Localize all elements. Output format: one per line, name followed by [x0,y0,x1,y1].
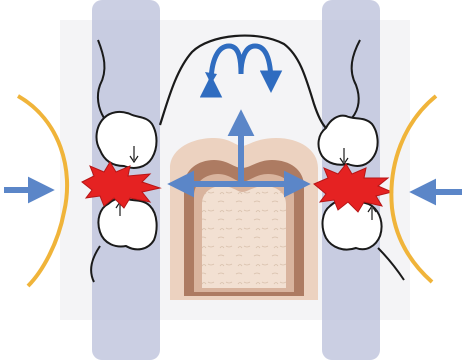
left-upper-tooth [97,112,157,168]
left-lower-tooth [98,198,156,249]
tongue-core [202,186,286,288]
